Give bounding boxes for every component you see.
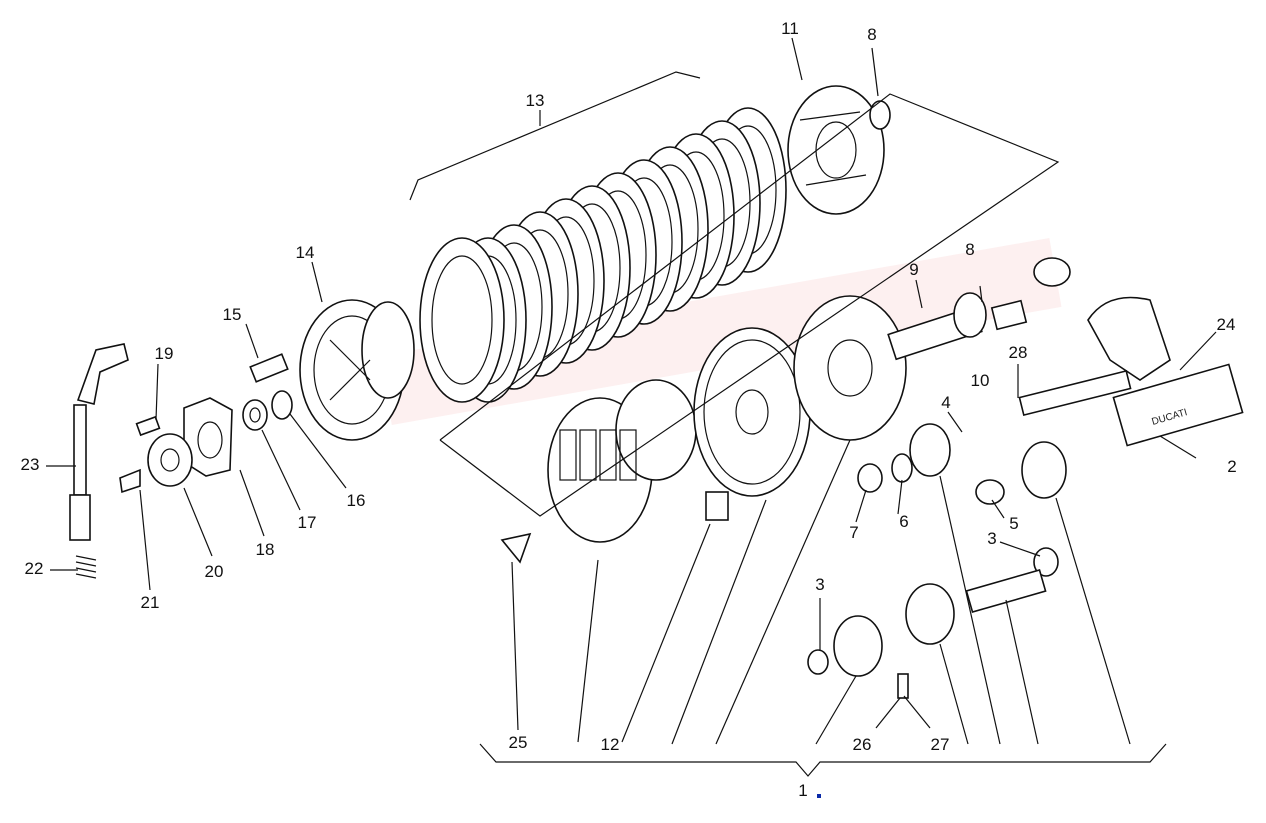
label-18: 18 <box>256 540 275 559</box>
bushing-and-stud <box>500 491 729 564</box>
label-16: 16 <box>347 491 366 510</box>
label-22: 22 <box>25 559 44 578</box>
label-4: 4 <box>941 393 950 412</box>
label-8-right: 8 <box>965 240 974 259</box>
label-27: 27 <box>931 735 950 754</box>
label-15: 15 <box>223 305 242 324</box>
label-6: 6 <box>899 512 908 531</box>
label-3-lower: 3 <box>815 575 824 594</box>
label-8-top: 8 <box>867 25 876 44</box>
label-2: 2 <box>1227 457 1236 476</box>
label-13: 13 <box>526 91 545 110</box>
label-14: 14 <box>296 243 315 262</box>
label-12: 12 <box>601 735 620 754</box>
intermediate-shaft-assembly <box>887 257 1071 361</box>
label-26: 26 <box>853 735 872 754</box>
label-5: 5 <box>1009 514 1018 533</box>
clutch-basket <box>547 379 697 543</box>
clutch-hub <box>299 299 415 441</box>
cover-and-shaft: DUCATI <box>1018 296 1244 447</box>
label-25: 25 <box>509 733 528 752</box>
leader-lines <box>46 37 1217 777</box>
label-19: 19 <box>155 344 174 363</box>
label-17: 17 <box>298 513 317 532</box>
label-28: 28 <box>1009 343 1028 362</box>
label-10: 10 <box>971 371 990 390</box>
watermark <box>379 237 1062 425</box>
pushrod-lever <box>69 343 129 579</box>
label-3-upper: 3 <box>987 529 996 548</box>
label-23: 23 <box>21 455 40 474</box>
label-24: 24 <box>1217 315 1236 334</box>
friction-disc-plate <box>793 295 907 441</box>
label-7: 7 <box>849 523 858 542</box>
primary-driven-gear <box>693 327 811 497</box>
pressure-plate <box>787 85 891 215</box>
label-11: 11 <box>781 19 799 38</box>
label-1: 1 <box>798 781 807 800</box>
label-1-marker <box>817 794 821 798</box>
clutch-plate-stack <box>419 107 787 403</box>
label-9: 9 <box>909 260 918 279</box>
spring-and-retainers <box>119 353 293 494</box>
label-20: 20 <box>205 562 224 581</box>
label-21: 21 <box>141 593 160 612</box>
part-number-labels: 1 2 3 3 4 5 6 7 8 8 9 10 11 12 13 14 15 … <box>21 19 1237 800</box>
